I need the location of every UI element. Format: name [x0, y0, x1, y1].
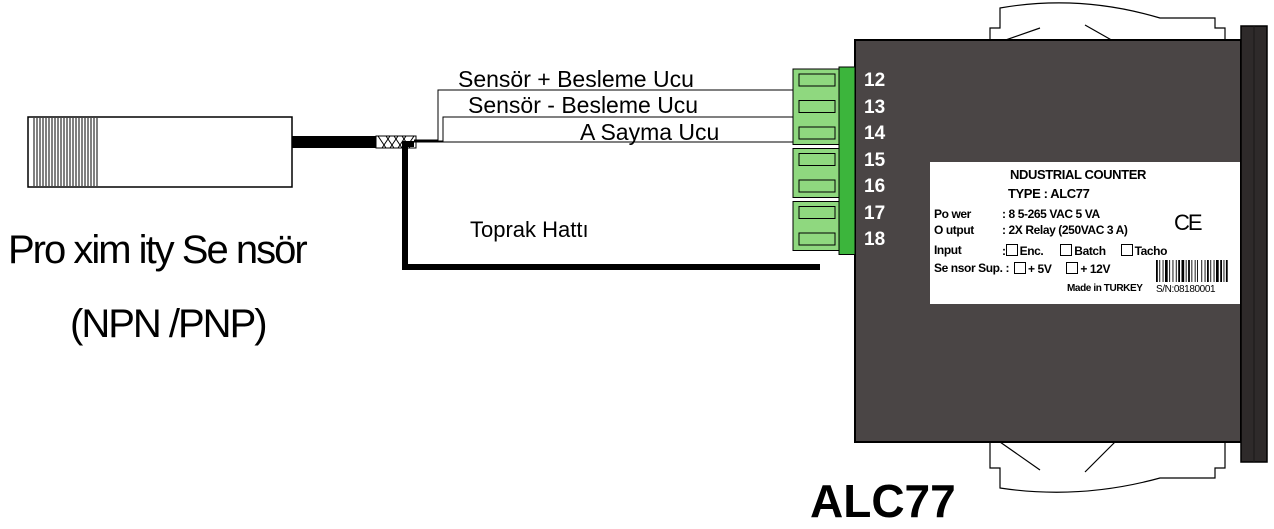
- label-title: NDUSTRIAL COUNTER: [1010, 167, 1146, 182]
- label-type: TYPE : ALC77: [1008, 186, 1090, 201]
- sup-opt-5v: + 5V: [1028, 262, 1052, 276]
- model-name: ALC77: [810, 475, 956, 527]
- terminal-screw: [798, 232, 836, 246]
- terminal-screw: [798, 73, 836, 87]
- label-output-key: O utput: [934, 223, 974, 237]
- terminal-number: 16: [864, 176, 886, 197]
- label-sup-key: Se nsor Sup. :: [934, 261, 1010, 275]
- sensor-title: Pro xim ity Se nsör: [8, 228, 308, 272]
- signal-wires: [414, 89, 820, 143]
- terminal-number: 18: [864, 229, 886, 250]
- wire-label-signal: A Sayma Ucu: [580, 119, 720, 145]
- terminal-number: 15: [864, 149, 886, 171]
- label-serial: S/N:08180001: [1156, 284, 1216, 295]
- barcode-icon: [1156, 260, 1228, 282]
- label-made-in: Made in TURKEY: [1067, 283, 1143, 294]
- terminal-block: [792, 66, 856, 255]
- checkbox-icon: [1120, 244, 1133, 256]
- label-input-key: Input: [934, 243, 962, 257]
- terminal-number: 14: [864, 123, 886, 144]
- ce-mark-icon: CE: [1174, 210, 1203, 235]
- proximity-sensor-icon: [27, 116, 417, 188]
- terminal-number: 12: [864, 70, 886, 91]
- sup-opt-12v: + 12V: [1080, 262, 1111, 276]
- label-input-sep: :: [1002, 244, 1006, 258]
- label-power-key: Po wer: [934, 207, 971, 221]
- device-label: NDUSTRIAL COUNTER TYPE : ALC77 Po wer : …: [930, 162, 1240, 304]
- terminal-number: 13: [864, 96, 886, 118]
- terminal-strip: [838, 66, 856, 255]
- wire-label-minus: Sensör - Besleme Ucu: [468, 92, 699, 118]
- terminal-screw: [798, 126, 836, 140]
- input-opt-tacho: Tacho: [1134, 244, 1168, 258]
- sensor-cable-sheath: [292, 136, 376, 148]
- label-power-val: : 8 5-265 VAC 5 VA: [1002, 207, 1100, 221]
- mounting-bracket-bottom: [989, 441, 1226, 493]
- label-input-options: : Enc. Batch Tacho: [1002, 244, 1167, 258]
- checkbox-icon: [1060, 244, 1073, 256]
- sensor-subtitle: (NPN /PNP): [70, 302, 268, 346]
- input-opt-batch: Batch: [1074, 244, 1106, 258]
- label-output-val: : 2X Relay (250VAC 3 A): [1002, 223, 1128, 237]
- label-sup-options: + 5V + 12V: [1014, 262, 1110, 276]
- ground-wire: [402, 141, 820, 270]
- terminal-screw: [798, 100, 836, 113]
- checkbox-icon: [1014, 262, 1026, 274]
- terminal-screw: [798, 179, 836, 193]
- terminal-screw: [798, 153, 836, 166]
- mounting-bracket-top: [989, 2, 1226, 43]
- terminal-screw: [798, 206, 836, 219]
- wire-label-ground: Toprak Hattı: [470, 217, 589, 242]
- input-opt-enc: Enc.: [1019, 244, 1044, 258]
- wire-label-plus: Sensör + Besleme Ucu: [458, 66, 694, 92]
- checkbox-icon: [1005, 244, 1018, 256]
- terminal-number: 17: [864, 202, 886, 224]
- checkbox-icon: [1066, 262, 1079, 274]
